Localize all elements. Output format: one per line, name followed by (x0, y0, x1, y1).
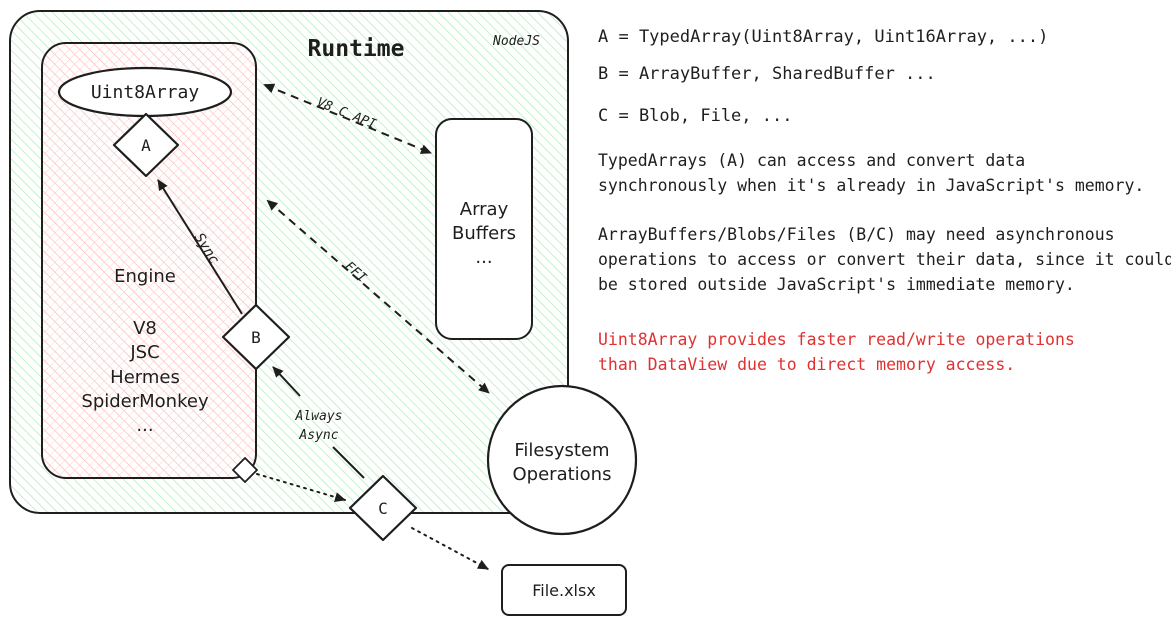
diamond-c-label: C (378, 499, 388, 518)
array-buffers-node: Array Buffers ... (435, 118, 533, 340)
diamond-a: A (112, 112, 180, 178)
edge-v8-c-api (263, 83, 432, 154)
file-label: File.xlsx (532, 581, 596, 600)
note-typedarrays-1: TypedArrays (A) can access and convert d… (598, 151, 1025, 170)
filesystem-node: Filesystem Operations (486, 384, 638, 536)
runtime-tag: NodeJS (492, 34, 540, 49)
engine-more: ... (136, 415, 153, 436)
legend: A = TypedArray(Uint8Array, Uint16Array, … (598, 27, 1048, 126)
edge-ffi (266, 199, 490, 394)
array-buffers-line-1: Array (460, 199, 509, 220)
filesystem-line-1: Filesystem (514, 440, 609, 461)
engine-spidermonkey: SpiderMonkey (81, 391, 209, 412)
engine-jsc: JSC (129, 342, 159, 363)
legend-c: C = Blob, File, ... (598, 106, 792, 126)
diamond-a-label: A (141, 136, 151, 155)
diamond-b-label: B (251, 328, 261, 347)
array-buffers-line-3: ... (475, 247, 492, 268)
edges (157, 83, 490, 570)
uint8array-label: Uint8Array (91, 82, 200, 103)
engine-label: Engine (114, 266, 176, 287)
filesystem-line-2: Operations (513, 464, 612, 485)
uint8array-node: Uint8Array (57, 66, 233, 118)
runtime-title: Runtime (308, 36, 405, 62)
engine-box: Engine V8 JSC Hermes SpiderMonkey ... (41, 42, 257, 479)
note-buffers-3: be stored outside JavaScript's immediate… (598, 275, 1075, 294)
note-typedarrays-2: synchronously when it's already in JavaS… (598, 176, 1144, 195)
edge-sync (157, 179, 243, 315)
port-diamond (232, 457, 258, 483)
label-async: Async (298, 428, 338, 443)
notes: TypedArrays (A) can access and convert d… (598, 151, 1171, 374)
edge-c-to-file (411, 527, 489, 570)
note-highlight-1: Uint8Array provides faster read/write op… (598, 330, 1075, 349)
edge-always-async (272, 366, 301, 397)
note-buffers-1: ArrayBuffers/Blobs/Files (B/C) may need … (598, 225, 1115, 244)
label-always: Always (295, 409, 343, 424)
engine-hermes: Hermes (110, 367, 180, 388)
edge-async-line (332, 446, 365, 479)
edge-port-to-c (256, 473, 346, 502)
note-highlight-2: than DataView due to direct memory acces… (598, 355, 1015, 374)
file-node: File.xlsx (501, 564, 627, 616)
note-buffers-2: operations to access or convert their da… (598, 250, 1171, 269)
legend-a: A = TypedArray(Uint8Array, Uint16Array, … (598, 27, 1048, 47)
engine-v8: V8 (133, 318, 157, 339)
array-buffers-line-2: Buffers (452, 223, 516, 244)
diamond-c: C (348, 474, 418, 542)
legend-b: B = ArrayBuffer, SharedBuffer ... (598, 64, 936, 84)
